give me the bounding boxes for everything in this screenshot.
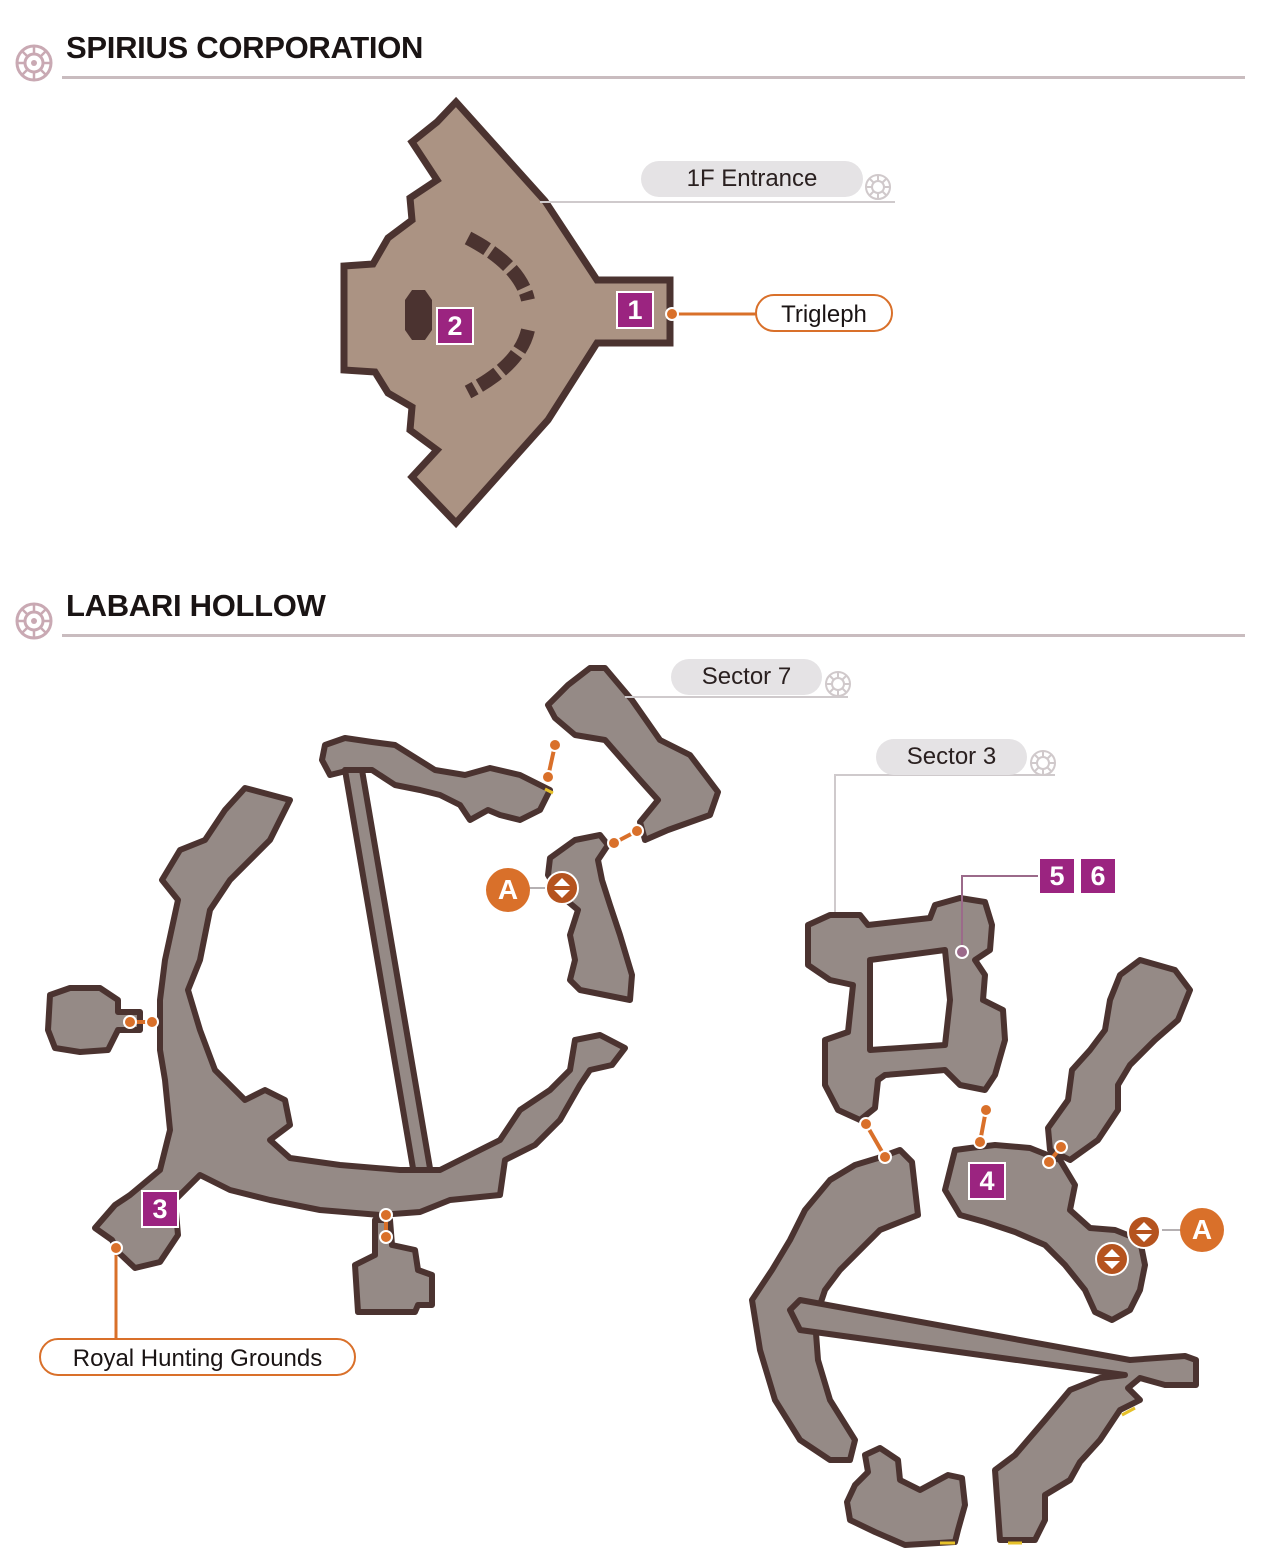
label-sector-3: Sector 3 [876, 739, 1027, 775]
up-down-arrow-icon [1095, 1242, 1129, 1276]
marker-6: 6 [1079, 857, 1117, 895]
leader-line [961, 875, 1038, 952]
label-royal-hunting-grounds: Royal Hunting Grounds [39, 1338, 356, 1376]
label-trigleph: Trigleph [755, 294, 893, 332]
gear-wheel-icon [865, 174, 891, 200]
cave-south-hook [844, 1445, 968, 1548]
marker-4: 4 [968, 1162, 1006, 1200]
cave-east-finger [545, 832, 635, 1003]
gear-wheel-icon [15, 602, 53, 640]
gear-wheel-icon [1030, 750, 1056, 776]
cave-ramp [342, 767, 435, 1183]
marker-5: 5 [1038, 857, 1076, 895]
leader-dot [665, 307, 679, 321]
cave-northeast-corridor [1045, 957, 1193, 1163]
labari-right-map [749, 895, 1199, 1548]
up-down-arrow-icon [545, 871, 579, 905]
marker-1: 1 [616, 291, 654, 329]
marker-2: 2 [436, 307, 474, 345]
arc-wall-lower [464, 328, 535, 399]
left-connectors [123, 738, 644, 1244]
labari-left-map [45, 665, 721, 1315]
cave-main-arc [92, 785, 628, 1271]
section-title: LABARI HOLLOW [66, 588, 326, 623]
section-divider [62, 76, 1245, 79]
label-sector-7: Sector 7 [671, 659, 822, 695]
leader-dot [955, 945, 969, 959]
cave-square-loop [805, 895, 1008, 1123]
right-connectors [859, 1103, 1068, 1169]
arc-wall-upper [464, 231, 535, 302]
cave-crossbar [787, 1297, 1199, 1543]
cave-south-room [352, 1217, 435, 1315]
label-1f-entrance: 1F Entrance [641, 161, 863, 197]
point-a-left: A [486, 868, 530, 912]
gear-wheel-icon [825, 671, 851, 697]
section-title: SPIRIUS CORPORATION [66, 30, 424, 65]
section-header-spirius: SPIRIUS CORPORATION [0, 8, 1269, 82]
section-header-labari: LABARI HOLLOW [0, 566, 1269, 640]
section-divider [62, 634, 1245, 637]
cave-west-room [45, 985, 143, 1055]
leader-line [834, 774, 1055, 912]
leader-dot [109, 1241, 123, 1255]
point-a-right: A [1180, 1208, 1224, 1252]
spirius-hall [340, 96, 674, 529]
up-down-arrow-icon [1127, 1215, 1161, 1249]
gear-wheel-icon [15, 44, 53, 82]
central-object [405, 290, 432, 340]
door-marks [544, 787, 1136, 1545]
cave-south-arc [749, 1147, 921, 1463]
marker-3: 3 [141, 1190, 179, 1228]
spirius-floor-map [340, 96, 674, 529]
